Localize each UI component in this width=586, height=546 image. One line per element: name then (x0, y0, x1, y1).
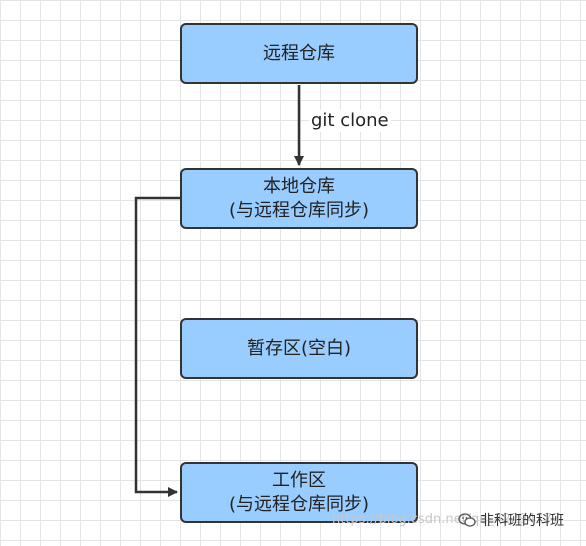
brand-name: 非科班的科班 (480, 513, 564, 529)
working-dir-label: 工作区 (272, 469, 326, 491)
local-repo-sublabel: (与远程仓库同步) (228, 199, 370, 221)
local-to-work-arrow (134, 196, 180, 497)
wechat-icon (458, 513, 476, 527)
git-clone-label: git clone (309, 110, 391, 132)
local-repo-label: 本地仓库 (263, 175, 335, 197)
staging-area-node[interactable]: 暂存区(空白) (180, 318, 418, 379)
working-dir-node[interactable]: 工作区 (与远程仓库同步) (180, 462, 418, 523)
remote-repo-label: 远程仓库 (263, 42, 335, 64)
staging-area-label: 暂存区(空白) (246, 337, 352, 359)
working-dir-sublabel: (与远程仓库同步) (228, 493, 370, 515)
brand-watermark: 非科班的科班 (458, 510, 564, 530)
url-watermark: https://blog.csdn.net/qq_42294177 (332, 512, 561, 527)
local-repo-node[interactable]: 本地仓库 (与远程仓库同步) (180, 168, 418, 229)
remote-repo-node[interactable]: 远程仓库 (180, 23, 418, 84)
